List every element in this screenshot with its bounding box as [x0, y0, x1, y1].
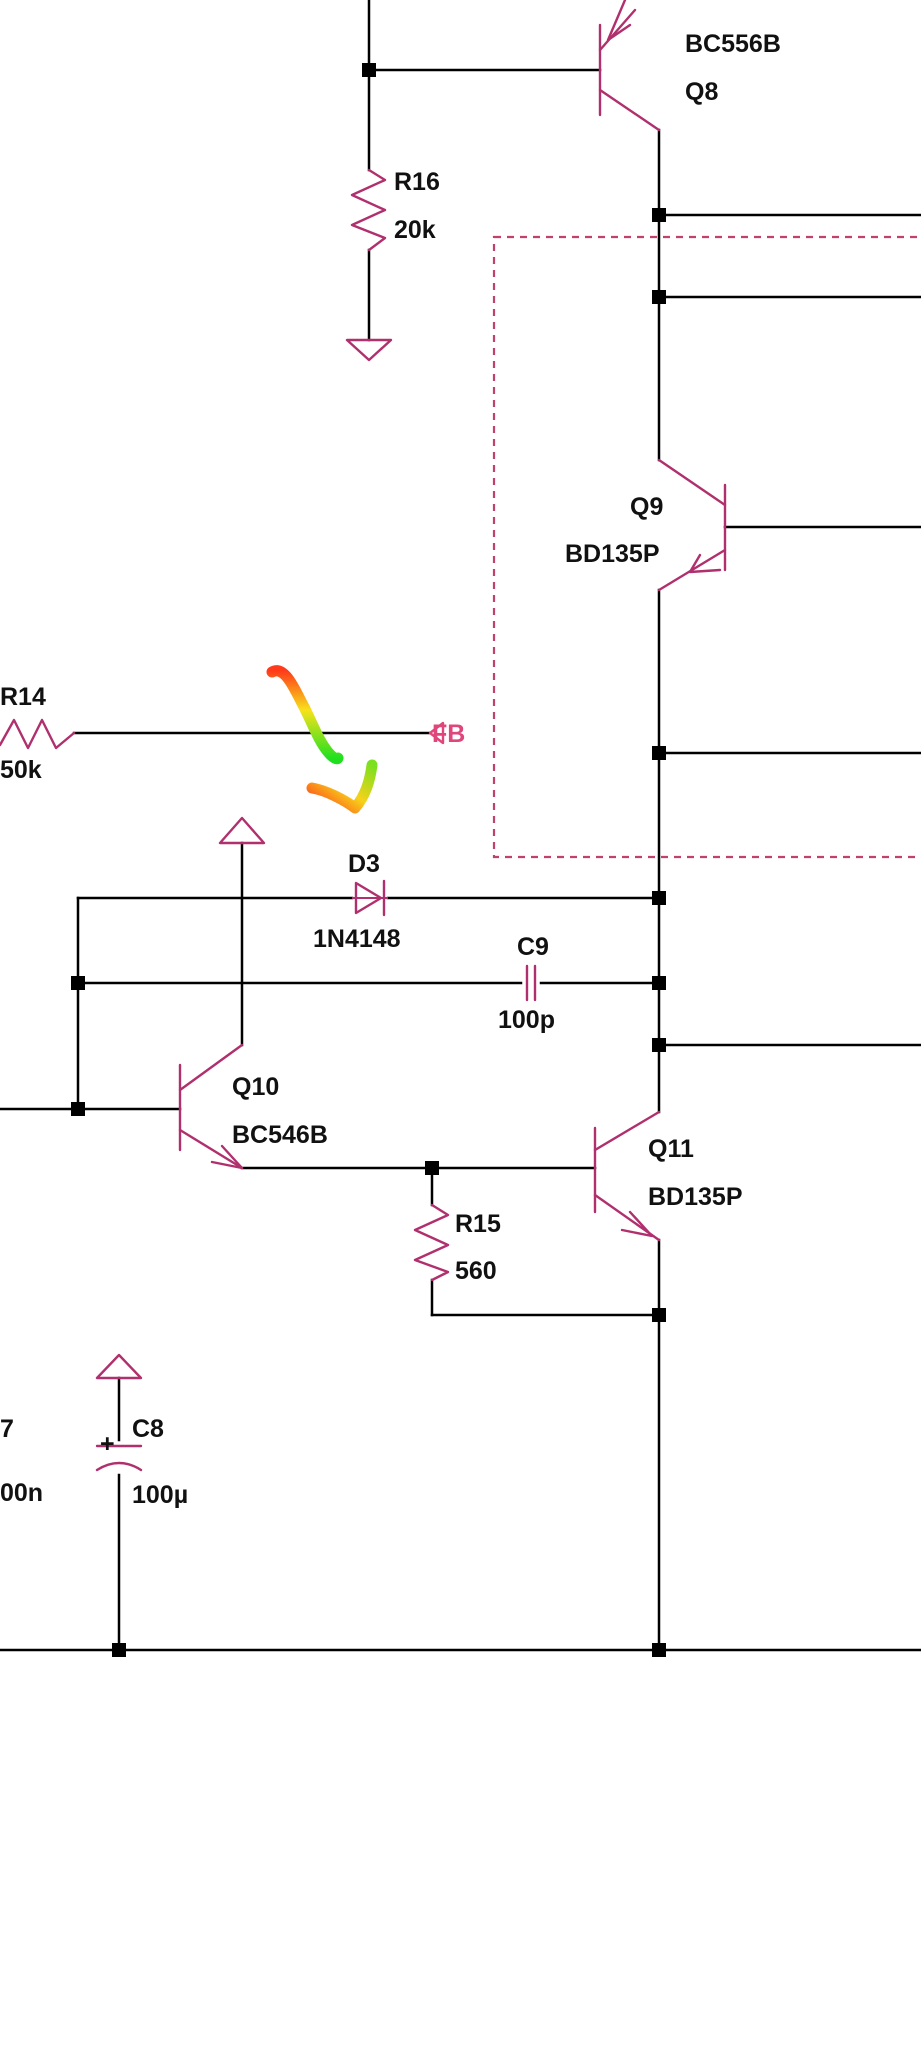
- highlighter-checkmark-annotation: [266, 665, 378, 814]
- q8-name: Q8: [685, 78, 718, 106]
- r14-name: R14: [0, 683, 46, 711]
- r16-name: R16: [394, 168, 440, 196]
- c8-value: 100µ: [132, 1481, 188, 1509]
- q10-name: Q10: [232, 1073, 279, 1101]
- transistor-q11: Q11 BD135P: [593, 1110, 743, 1242]
- supply-triangle-icon: [218, 816, 266, 845]
- d3-name: D3: [348, 850, 380, 878]
- diode-d3: D3 1N4148: [313, 850, 401, 953]
- d3-model: 1N4148: [313, 925, 401, 953]
- junction-dots: [71, 63, 666, 1657]
- capacitor-c9: C9 100p: [498, 933, 555, 1034]
- q8-model: BC556B: [685, 30, 781, 58]
- resistor-r16: R16 20k: [350, 168, 440, 252]
- r14-value: 50k: [0, 756, 42, 784]
- dashed-group-box: [492, 235, 921, 859]
- r16-value: 20k: [394, 216, 436, 244]
- q10-model: BC546B: [232, 1121, 328, 1149]
- c9-name: C9: [517, 933, 549, 961]
- transistor-q9: Q9 BD135P: [565, 458, 727, 592]
- transistor-q8: BC556B Q8: [598, 0, 781, 132]
- resistor-r15: R15 560: [413, 1203, 501, 1285]
- c8-name: C8: [132, 1415, 164, 1443]
- q11-model: BD135P: [648, 1183, 743, 1211]
- resistor-r14: R14 50k: [0, 683, 76, 784]
- c7-name: 7: [0, 1415, 14, 1443]
- ground-triangle-icon: [345, 338, 393, 362]
- r15-value: 560: [455, 1257, 497, 1285]
- c9-value: 100p: [498, 1006, 555, 1034]
- net-label-fb: FB: [428, 720, 465, 748]
- capacitor-c7-partial: 7 00n: [0, 1415, 43, 1507]
- capacitor-c8: + C8 100µ: [95, 1353, 188, 1509]
- q9-model: BD135P: [565, 540, 660, 568]
- fb-label: FB: [432, 720, 465, 748]
- wires: [0, 0, 921, 1652]
- transistor-q10: Q10 BC546B: [178, 1043, 328, 1170]
- q9-name: Q9: [630, 493, 663, 521]
- r15-name: R15: [455, 1210, 501, 1238]
- c7-value: 00n: [0, 1479, 43, 1507]
- q11-name: Q11: [648, 1135, 694, 1163]
- c8-polarity: +: [100, 1430, 115, 1458]
